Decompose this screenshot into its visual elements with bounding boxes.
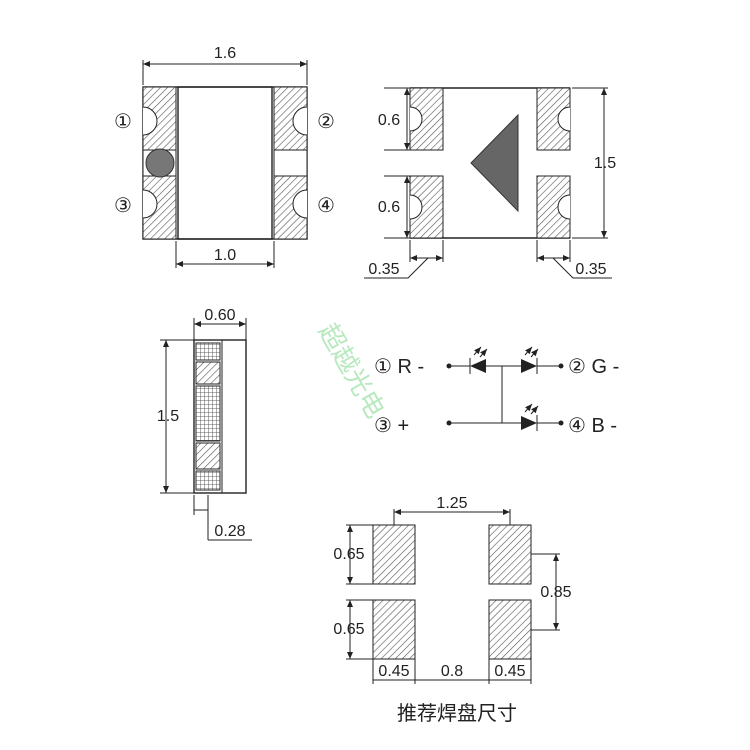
footprint-pitch-label: 0.85 (540, 584, 571, 601)
footprint-pad-width-left: 0.45 (378, 663, 409, 680)
circuit-pin4: ④ B - (568, 415, 617, 437)
top-width-label: 1.6 (214, 45, 236, 62)
top-inner-width-label: 1.0 (214, 247, 236, 264)
pin-4-label: ④ (317, 195, 335, 217)
diode-red-icon (469, 346, 488, 374)
diode-blue-icon (521, 403, 539, 431)
footprint-pad-width-right: 0.45 (494, 663, 525, 680)
side-gap-label: 0.28 (214, 523, 245, 540)
polarity-triangle (470, 113, 519, 213)
footprint-pad-2 (488, 524, 532, 585)
footprint-pad-3 (372, 599, 416, 660)
footprint-pad-1 (372, 524, 416, 585)
circuit-pin2: ② G - (568, 356, 619, 378)
bottom-total-height: 1.5 (594, 155, 616, 172)
footprint: 1.25 0.65 0.65 0.85 0.45 0.8 0.45 推荐焊盘尺寸 (333, 495, 571, 725)
pin-2-label: ② (317, 111, 335, 133)
bottom-view: 0.6 0.6 1.5 0.35 0.35 (364, 87, 616, 279)
side-width-label: 0.60 (204, 307, 235, 324)
side-height-label: 1.5 (157, 408, 179, 425)
footprint-caption: 推荐焊盘尺寸 (397, 701, 517, 725)
footprint-pad-4 (488, 599, 532, 660)
footprint-pad-height-bottom: 0.65 (333, 621, 364, 638)
pin-3-label: ③ (114, 195, 132, 217)
footprint-pad-height-top: 0.65 (333, 546, 364, 563)
polarity-mark (145, 148, 175, 178)
bottom-pad-width-left: 0.35 (368, 261, 399, 278)
diode-green-icon (521, 346, 539, 374)
circuit-diagram: ① R - ③ + ② G - ④ B - (374, 346, 619, 437)
top-view: 1.6 ① ② ③ ④ 1.0 (114, 45, 335, 268)
bottom-pad-width-right: 0.35 (575, 261, 606, 278)
footprint-span-label: 1.25 (436, 495, 467, 512)
circuit-pin1: ① R - (374, 356, 424, 378)
bottom-pad-height-2: 0.6 (378, 199, 400, 216)
pin-1-label: ① (114, 111, 132, 133)
top-lens-window (177, 86, 273, 240)
circuit-pin3: ③ + (374, 415, 409, 437)
side-body (193, 339, 247, 494)
footprint-gap-label: 0.8 (441, 663, 463, 680)
side-view: 0.60 1.5 0.28 (157, 307, 252, 541)
bottom-pad-height-1: 0.6 (378, 112, 400, 129)
